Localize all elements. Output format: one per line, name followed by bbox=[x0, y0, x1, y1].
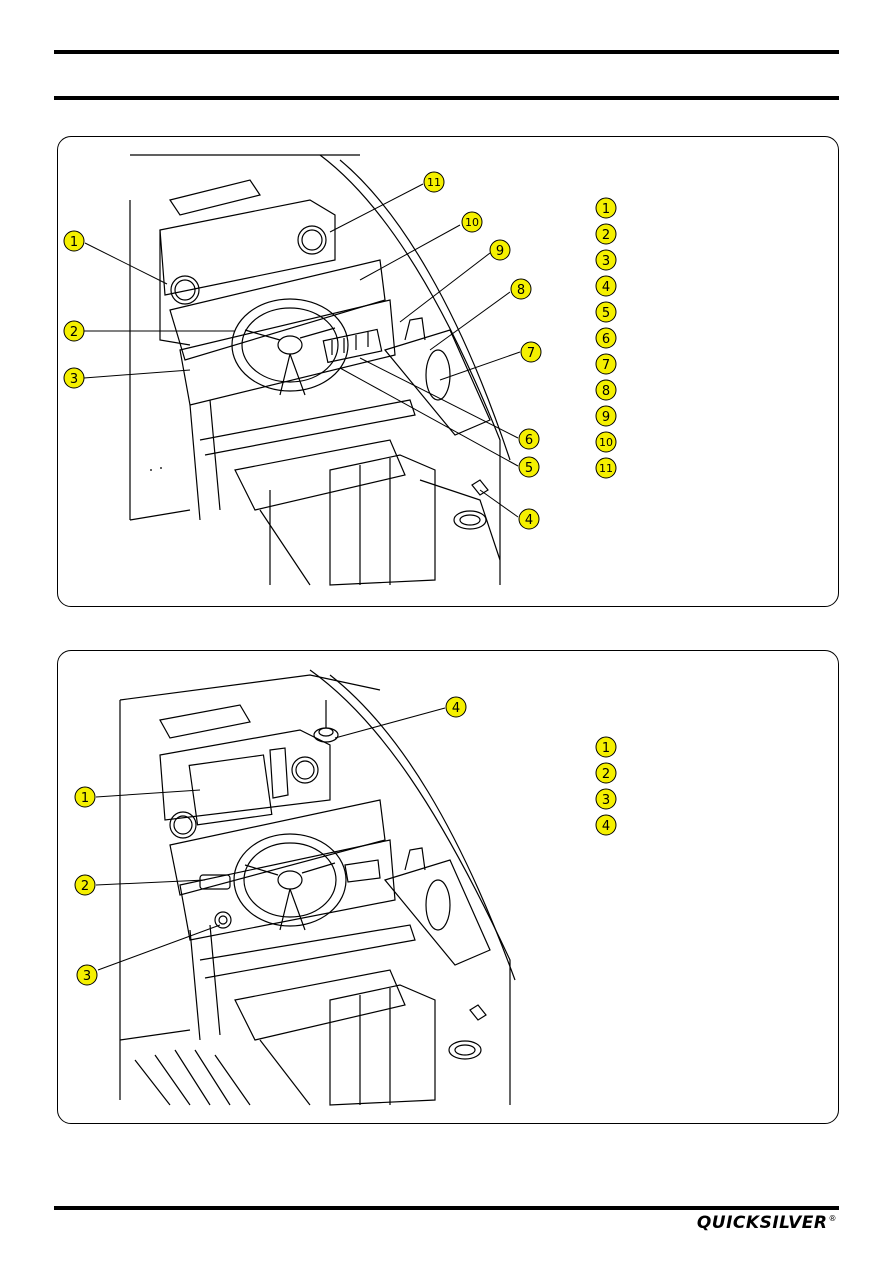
legend-1-item-1: 1 bbox=[595, 197, 617, 219]
legend-1-item-9: 9 bbox=[595, 405, 617, 427]
svg-text:2: 2 bbox=[70, 325, 78, 340]
figure-1-callout-8: 8 bbox=[510, 278, 532, 300]
header-rule-top bbox=[54, 50, 839, 54]
svg-text:3: 3 bbox=[602, 793, 610, 808]
figure-1-legend: 1 2 3 4 5 6 7 8 9 10 11 bbox=[595, 197, 617, 479]
svg-text:3: 3 bbox=[70, 372, 78, 387]
figure-1-callouts: 1 2 3 4 5 6 7 8 9 10 11 bbox=[63, 171, 542, 530]
svg-text:2: 2 bbox=[602, 767, 610, 782]
svg-text:4: 4 bbox=[602, 280, 610, 295]
svg-text:7: 7 bbox=[527, 346, 535, 361]
figure-1-callout-5: 5 bbox=[518, 456, 540, 478]
figure-2-callout-1: 1 bbox=[74, 786, 96, 808]
svg-text:4: 4 bbox=[452, 701, 460, 716]
header-rule-bottom bbox=[54, 96, 839, 100]
legend-2-item-3: 3 bbox=[595, 788, 617, 810]
svg-text:11: 11 bbox=[427, 176, 441, 189]
svg-text:10: 10 bbox=[599, 436, 613, 449]
figure-1-callout-10: 10 bbox=[461, 211, 483, 233]
figure-1-callout-1: 1 bbox=[63, 230, 85, 252]
legend-2-item-2: 2 bbox=[595, 762, 617, 784]
svg-text:4: 4 bbox=[602, 819, 610, 834]
svg-text:9: 9 bbox=[496, 244, 504, 259]
svg-text:8: 8 bbox=[602, 384, 610, 399]
brand-name: QUICKSILVER bbox=[696, 1213, 828, 1233]
figure-1-callout-11: 11 bbox=[423, 171, 445, 193]
legend-1-item-4: 4 bbox=[595, 275, 617, 297]
figure-1-helm-drawing bbox=[129, 154, 511, 586]
figure-1-leaders bbox=[83, 183, 521, 518]
legend-1-item-3: 3 bbox=[595, 249, 617, 271]
footer-rule bbox=[54, 1206, 839, 1210]
quicksilver-logo: QUICKSILVER® bbox=[697, 1213, 837, 1233]
svg-text:7: 7 bbox=[602, 358, 610, 373]
legend-1-item-8: 8 bbox=[595, 379, 617, 401]
legend-1-item-7: 7 bbox=[595, 353, 617, 375]
svg-text:2: 2 bbox=[81, 879, 89, 894]
svg-text:8: 8 bbox=[517, 283, 525, 298]
legend-1-item-11: 11 bbox=[595, 457, 617, 479]
svg-text:3: 3 bbox=[83, 969, 91, 984]
figure-1-callout-4: 4 bbox=[518, 508, 540, 530]
legend-2-item-4: 4 bbox=[595, 814, 617, 836]
figure-2-panel bbox=[57, 650, 839, 1124]
figure-1-panel bbox=[57, 136, 839, 607]
figure-1-callout-7: 7 bbox=[520, 341, 542, 363]
registered-mark: ® bbox=[828, 1214, 837, 1224]
legend-1-item-5: 5 bbox=[595, 301, 617, 323]
legend-1-item-10: 10 bbox=[595, 431, 617, 453]
figure-2-callout-4: 4 bbox=[445, 696, 467, 718]
svg-text:11: 11 bbox=[599, 462, 613, 475]
figure-2-callout-2: 2 bbox=[74, 874, 96, 896]
legend-2-item-1: 1 bbox=[595, 736, 617, 758]
figure-1-callout-6: 6 bbox=[518, 428, 540, 450]
svg-text:1: 1 bbox=[602, 741, 610, 756]
svg-text:1: 1 bbox=[81, 791, 89, 806]
svg-text:9: 9 bbox=[602, 410, 610, 425]
svg-text:5: 5 bbox=[525, 461, 533, 476]
svg-text:1: 1 bbox=[602, 202, 610, 217]
legend-1-item-2: 2 bbox=[595, 223, 617, 245]
svg-text:1: 1 bbox=[70, 235, 78, 250]
legend-1-item-6: 6 bbox=[595, 327, 617, 349]
figure-1-callout-9: 9 bbox=[489, 239, 511, 261]
svg-text:10: 10 bbox=[465, 216, 479, 229]
svg-text:6: 6 bbox=[602, 332, 610, 347]
figure-2-helm-drawing bbox=[119, 669, 516, 1106]
figure-1-callout-3: 3 bbox=[63, 367, 85, 389]
svg-text:4: 4 bbox=[525, 513, 533, 528]
svg-text:5: 5 bbox=[602, 306, 610, 321]
figure-2-callout-3: 3 bbox=[76, 964, 98, 986]
figure-2-legend: 1 2 3 4 bbox=[595, 736, 617, 836]
svg-text:3: 3 bbox=[602, 254, 610, 269]
svg-text:6: 6 bbox=[525, 433, 533, 448]
figure-1-callout-2: 2 bbox=[63, 320, 85, 342]
svg-text:2: 2 bbox=[602, 228, 610, 243]
